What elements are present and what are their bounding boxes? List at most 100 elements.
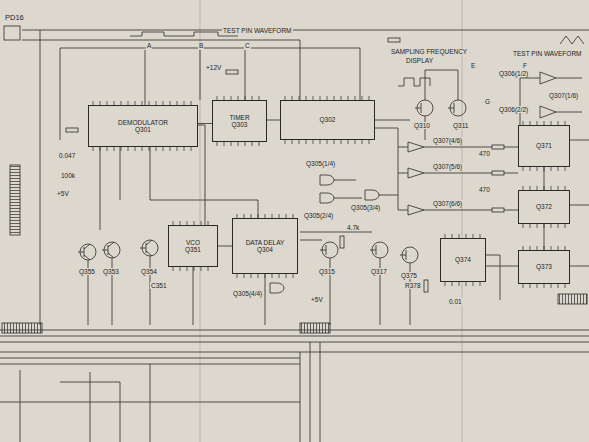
signal-label: B [198,42,204,49]
part-name: Q311 [452,122,469,129]
pin-stub [177,147,178,151]
resistor-symbol [340,236,344,248]
block-name: DATA DELAY [246,239,285,246]
pin-stub [362,140,363,144]
paper-fold [200,0,462,442]
part-name: Q306(1/2) [498,70,529,77]
pin-stub [272,274,273,278]
pin-stub [537,224,538,228]
pin-stub [245,142,246,146]
pin-stub [523,284,524,288]
signal-label: TEST PIN WAVEFORM [222,27,293,34]
pin-stub [348,140,349,144]
pin-stub [265,274,266,278]
waveform-sketch [398,78,430,86]
wire [544,224,545,250]
gate-symbol [270,72,556,293]
part-name: Q373 [536,263,552,270]
gate-symbol [320,175,334,185]
part-name: Q301 [135,126,151,133]
signal-label: TEST PIN WAVEFORM [512,50,583,57]
pin-stub [523,167,524,171]
connector-strip [558,294,587,304]
pin-stub [259,142,260,146]
pin-stub [191,147,192,151]
pin-stub [142,147,143,151]
signal-label: PD16 [4,14,25,22]
transistor-symbol [78,100,466,263]
ic-box: VCOQ351 [168,225,218,267]
part-name: Q306(2/2) [498,106,529,113]
pin-stub [121,147,122,151]
pin-stub [187,267,188,271]
part-name: Q375 [400,272,418,279]
part-name: Q317 [370,268,388,275]
pin-stub [551,224,552,228]
signal-label: 100k [60,172,76,179]
pin-stub [551,284,552,288]
gate-symbol [320,193,334,203]
ic-box: Q302 [280,100,375,140]
pin-stub [530,167,531,171]
pin-stub [306,140,307,144]
pin-stub [258,274,259,278]
pin-stub [156,147,157,151]
resistor-symbol [492,208,504,212]
ic-box: DEMODULATORQ301 [88,105,198,147]
part-name: Q302 [320,116,336,123]
part-name: Q307(4/6) [432,137,463,144]
part-name: Q371 [536,142,552,149]
pin-stub [252,142,253,146]
pin-stub [135,147,136,151]
resistor-symbol [492,145,504,149]
signal-label: C [244,42,251,49]
resistor-symbol [492,171,504,175]
pin-stub [558,167,559,171]
signal-label: 4.7k [346,224,360,231]
pin-stub [231,142,232,146]
part-name: Q303 [232,121,248,128]
part-name: Q307(1/6) [548,92,579,99]
part-name: Q305(1/4) [305,160,336,167]
pin-stub [128,147,129,151]
part-name: Q310 [413,122,431,129]
ic-box: DATA DELAYQ304 [232,218,298,274]
pin-stub [208,267,209,271]
pin-stub [544,284,545,288]
waveform-sketch [560,36,584,44]
signal-label: E [470,62,476,69]
pin-stub [452,282,453,286]
pin-stub [327,140,328,144]
block-name: DEMODULATOR [118,119,168,126]
pin-stub [224,142,225,146]
part-name: Q374 [455,256,471,263]
part-name: Q353 [102,268,120,275]
pin-stub [530,224,531,228]
wire [267,120,280,121]
pin-stub [285,140,286,144]
pin-stub [201,267,202,271]
wire [198,123,212,124]
pin-stub [251,274,252,278]
part-name: Q351 [185,246,201,253]
pin-stub [313,140,314,144]
signal-label: 470 [478,150,491,157]
pin-stub [292,140,293,144]
signal-label: F [522,62,528,69]
gate-symbol [408,142,424,152]
pin-stub [114,147,115,151]
pin-stub [537,284,538,288]
resistor-symbol [424,280,428,292]
resistor-symbol [66,128,78,132]
pin-stub [551,167,552,171]
pin-stub [523,224,524,228]
signal-label: R378 [404,282,422,289]
pin-stub [286,274,287,278]
signal-label: 470 [478,186,491,193]
signal-label: +12V [205,64,222,71]
pin-stub [558,224,559,228]
signal-label: +5V [310,296,324,303]
wire [544,167,545,190]
part-name: Q355 [78,268,96,275]
signal-label: +5V [56,190,70,197]
